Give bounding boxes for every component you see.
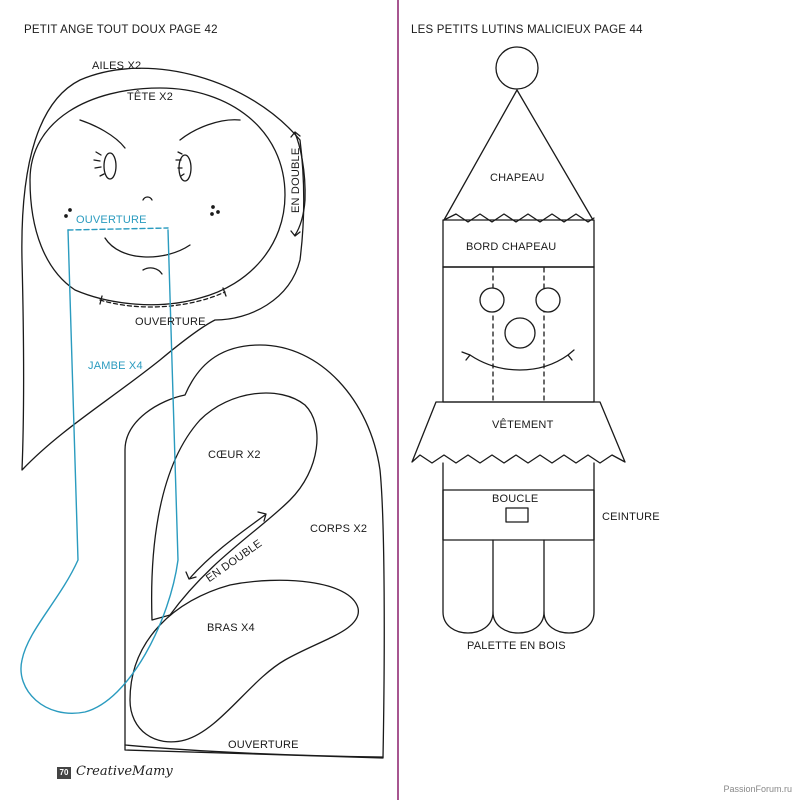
- left-eye: [103, 152, 117, 180]
- label-jambe: JAMBE X4: [88, 360, 143, 372]
- neck-opening-dashed: [99, 291, 226, 308]
- label-ouverture-bottom: OUVERTURE: [228, 739, 299, 751]
- elf-mouth: [469, 354, 569, 371]
- label-coeur: CŒUR X2: [208, 449, 261, 461]
- label-en-double-head: EN DOUBLE: [290, 147, 302, 213]
- elf-right-eye: [535, 287, 561, 313]
- label-ouverture-neck: OUVERTURE: [135, 316, 206, 328]
- heart-outline: [151, 392, 318, 621]
- label-corps: CORPS X2: [310, 523, 368, 535]
- fold-arrow-heart: [189, 514, 266, 579]
- right-heading: LES PETITS LUTINS MALICIEUX PAGE 44: [411, 24, 643, 36]
- nose: [142, 196, 153, 201]
- hat-zigzag: [443, 213, 595, 223]
- page-number: 70: [57, 767, 71, 779]
- label-bord-chapeau: BORD CHAPEAU: [466, 241, 557, 253]
- hat-pompom: [495, 46, 539, 90]
- label-ailes: AILES X2: [92, 60, 142, 72]
- left-eyebrow: [79, 119, 126, 149]
- label-boucle: BOUCLE: [492, 493, 539, 505]
- leg-outline: [20, 229, 179, 714]
- label-palette: PALETTE EN BOIS: [467, 640, 566, 652]
- label-vetement: VÊTEMENT: [492, 419, 554, 431]
- arm-outline: [129, 579, 359, 743]
- watermark: PassionForum.ru: [723, 784, 792, 794]
- right-eyebrow: [179, 119, 241, 141]
- fold-arrow-head: [294, 132, 306, 236]
- chin-mark: [142, 267, 163, 275]
- palette-outline: [442, 462, 595, 634]
- hat-cone: [443, 89, 594, 221]
- elf-nose: [504, 317, 536, 349]
- leg-opening-dashed: [67, 227, 169, 231]
- elf-left-eye: [479, 287, 505, 313]
- wings-outline: [21, 67, 305, 471]
- label-bras: BRAS X4: [207, 622, 255, 634]
- label-ouverture-leg: OUVERTURE: [76, 214, 147, 226]
- left-heading: PETIT ANGE TOUT DOUX PAGE 42: [24, 24, 218, 36]
- label-ceinture: CEINTURE: [602, 511, 660, 523]
- brand-logo: CreativeMamy: [76, 764, 173, 779]
- belt: [442, 489, 595, 541]
- head-outline: [29, 87, 286, 306]
- label-tete: TÊTE X2: [127, 91, 174, 103]
- label-chapeau: CHAPEAU: [490, 172, 545, 184]
- mouth-smile: [104, 237, 191, 258]
- garment-outline: [411, 401, 626, 464]
- buckle: [505, 507, 529, 523]
